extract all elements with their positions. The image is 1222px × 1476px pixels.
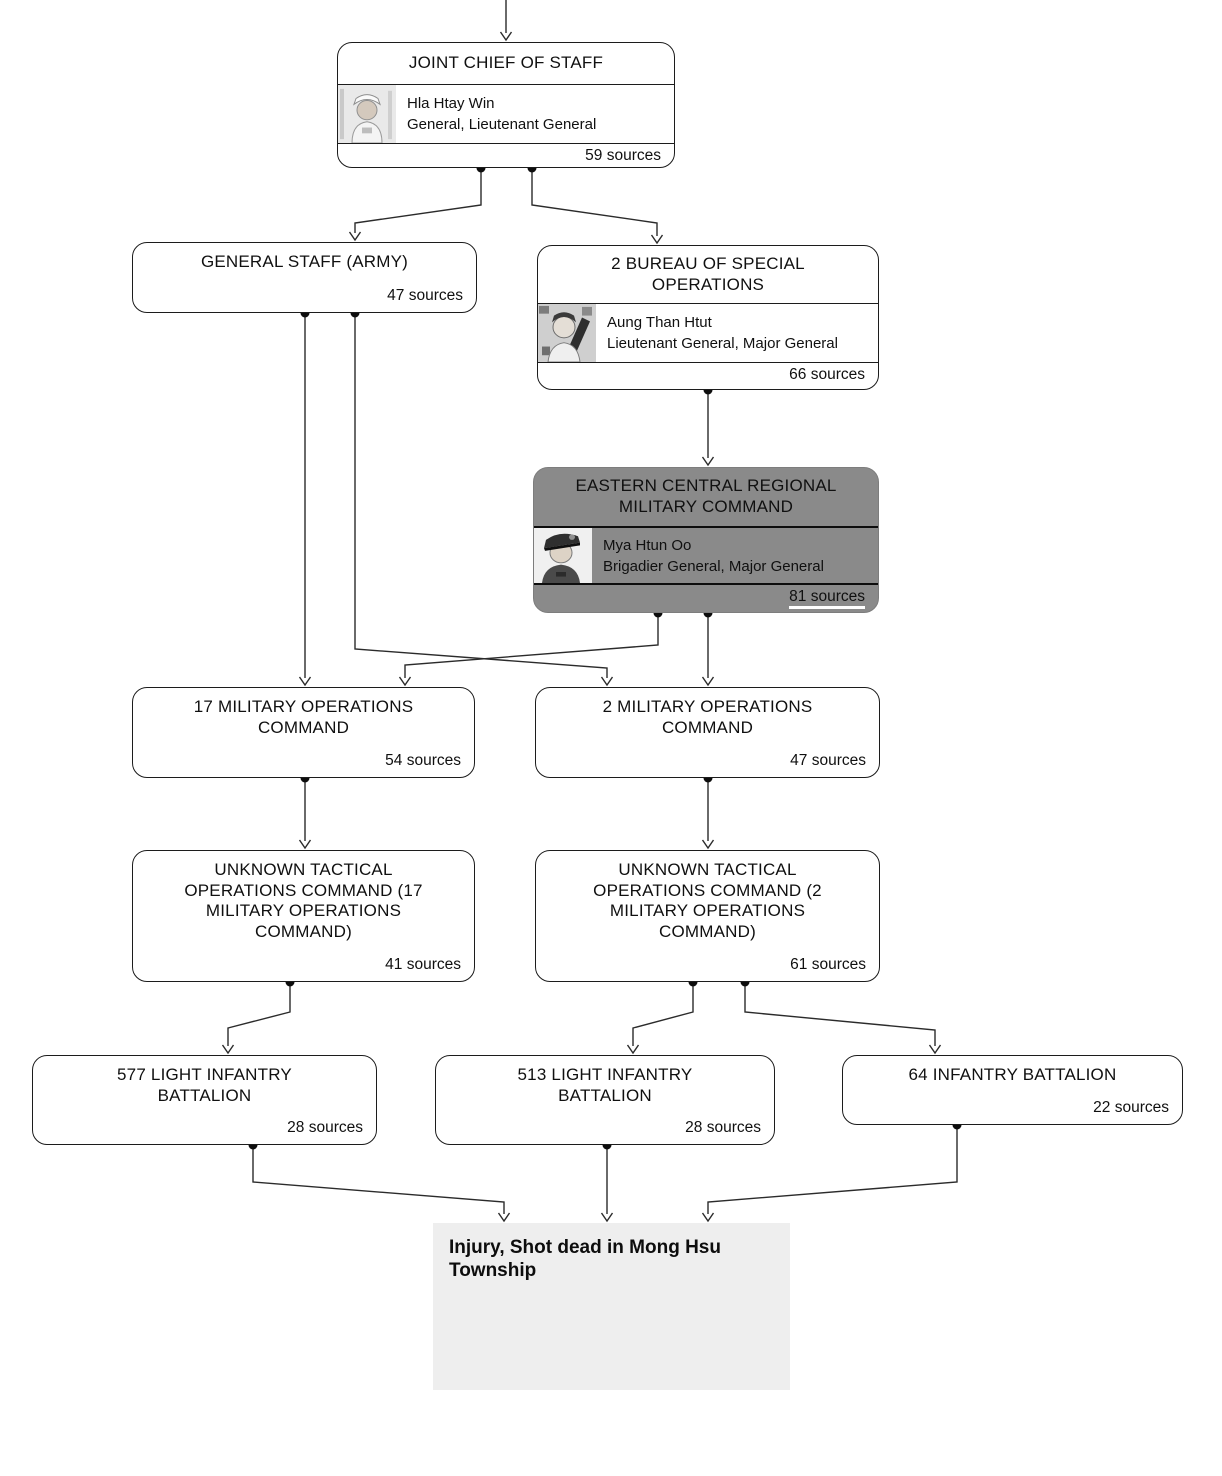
person-name: Hla Htay Win (407, 95, 495, 112)
officer-photo (338, 85, 396, 143)
person-ranks: General, Lieutenant General (407, 116, 597, 133)
connector-jcs-to-general-staff (348, 168, 482, 242)
node-577-light-infantry-battalion[interactable]: 577 LIGHT INFANTRY BATTALION 28 sources (32, 1055, 377, 1145)
sources-count[interactable]: 47 sources (790, 752, 866, 769)
node-eastern-central-regional-military-command[interactable]: EASTERN CENTRAL REGIONAL MILITARY COMMAN… (533, 467, 879, 613)
connector-lib577-to-event (252, 1145, 511, 1223)
officer-photo (538, 304, 596, 362)
sources-count[interactable]: 28 sources (287, 1119, 363, 1136)
node-title: 2 BUREAU OF SPECIAL OPERATIONS (611, 253, 805, 294)
sources-count[interactable]: 47 sources (387, 287, 463, 304)
connector-eastern-to-moc2 (701, 613, 715, 687)
node-17-military-operations-command[interactable]: 17 MILITARY OPERATIONS COMMAND 54 source… (132, 687, 475, 778)
node-2-bureau-of-special-operations[interactable]: 2 BUREAU OF SPECIAL OPERATIONS Aung Than… (537, 245, 879, 390)
connector-top-to-joint-chief (499, 0, 513, 42)
connector-bureau-to-eastern (701, 390, 715, 467)
sources-count[interactable]: 41 sources (385, 956, 461, 973)
connector-lib513-to-event (600, 1145, 614, 1223)
person-ranks: Lieutenant General, Major General (607, 335, 838, 352)
sources-count[interactable]: 54 sources (385, 752, 461, 769)
sources-count[interactable]: 28 sources (685, 1119, 761, 1136)
node-title: 2 MILITARY OPERATIONS COMMAND (602, 697, 813, 737)
connector-moc17-to-utoc17 (298, 778, 312, 850)
event-label: Injury, Shot dead in Mong Hsu Township (449, 1237, 721, 1281)
node-title: 17 MILITARY OPERATIONS COMMAND (193, 697, 414, 737)
node-513-light-infantry-battalion[interactable]: 513 LIGHT INFANTRY BATTALION 28 sources (435, 1055, 775, 1145)
node-unknown-toc-2-moc[interactable]: UNKNOWN TACTICAL OPERATIONS COMMAND (2 M… (535, 850, 880, 982)
connector-utoc2-to-lib513 (626, 982, 694, 1055)
node-2-military-operations-command[interactable]: 2 MILITARY OPERATIONS COMMAND 47 sources (535, 687, 880, 778)
node-title: JOINT CHIEF OF STAFF (408, 53, 604, 73)
officer-photo (534, 528, 592, 583)
node-64-infantry-battalion[interactable]: 64 INFANTRY BATTALION 22 sources (842, 1055, 1183, 1125)
sources-count[interactable]: 66 sources (789, 366, 865, 383)
node-title: 577 LIGHT INFANTRY BATTALION (117, 1065, 292, 1105)
node-title: UNKNOWN TACTICAL OPERATIONS COMMAND (17 … (184, 860, 423, 941)
node-joint-chief-of-staff[interactable]: JOINT CHIEF OF STAFF Hla Htay Win Genera… (337, 42, 675, 168)
node-title: GENERAL STAFF (ARMY) (200, 252, 409, 271)
sources-count[interactable]: 61 sources (790, 956, 866, 973)
node-title: 513 LIGHT INFANTRY BATTALION (517, 1065, 693, 1105)
sources-count[interactable]: 81 sources (789, 588, 865, 609)
node-title: UNKNOWN TACTICAL OPERATIONS COMMAND (2 M… (593, 860, 822, 941)
node-title: 64 INFANTRY BATTALION (908, 1065, 1117, 1084)
person-ranks: Brigadier General, Major General (603, 557, 824, 575)
connector-moc2-to-utoc2 (701, 778, 715, 850)
connector-general-staff-to-moc17 (298, 313, 312, 687)
person-name: Mya Htun Oo (603, 536, 692, 554)
connector-utoc2-to-ib64 (744, 982, 942, 1055)
sources-count[interactable]: 22 sources (1093, 1099, 1169, 1116)
connector-jcs-to-bureau (531, 168, 664, 245)
person-name: Aung Than Htut (607, 314, 712, 331)
node-general-staff-army[interactable]: GENERAL STAFF (ARMY) 47 sources (132, 242, 477, 313)
sources-count[interactable]: 59 sources (585, 147, 661, 164)
node-unknown-toc-17-moc[interactable]: UNKNOWN TACTICAL OPERATIONS COMMAND (17 … (132, 850, 475, 982)
node-title: EASTERN CENTRAL REGIONAL MILITARY COMMAN… (575, 476, 837, 516)
connector-utoc17-to-lib577 (221, 982, 291, 1055)
event-injury-shot-dead-mong-hsu[interactable]: Injury, Shot dead in Mong Hsu Township (433, 1223, 790, 1390)
connector-eastern-to-moc17 (398, 613, 659, 687)
